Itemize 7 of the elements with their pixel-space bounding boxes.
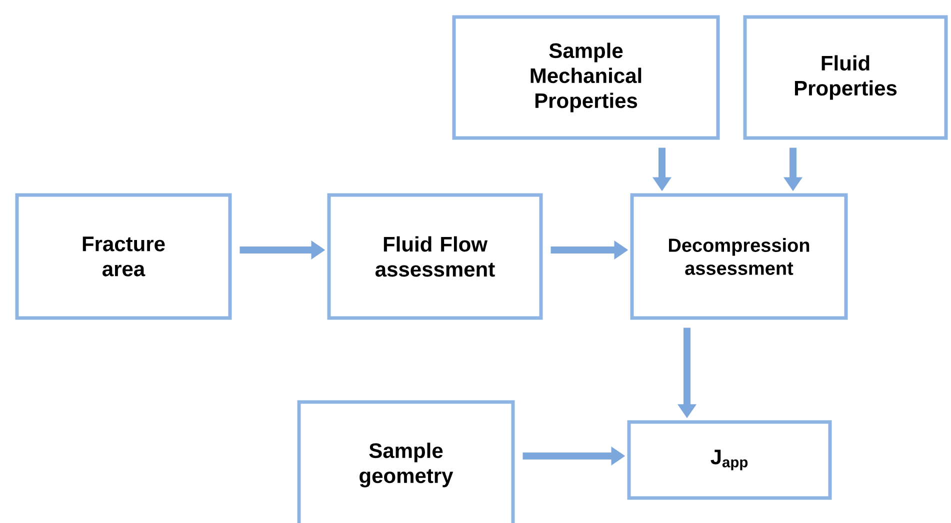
process-box: Fracture area bbox=[15, 193, 232, 320]
process-box: Sample geometry bbox=[297, 400, 515, 523]
process-box: Fluid Flow assessment bbox=[327, 193, 543, 320]
process-box: Fluid Properties bbox=[743, 15, 948, 140]
process-box: Decompression assessment bbox=[630, 193, 848, 320]
process-box: J$_{app}$ bbox=[627, 420, 832, 500]
process-box: Sample Mechanical Properties bbox=[452, 15, 720, 140]
